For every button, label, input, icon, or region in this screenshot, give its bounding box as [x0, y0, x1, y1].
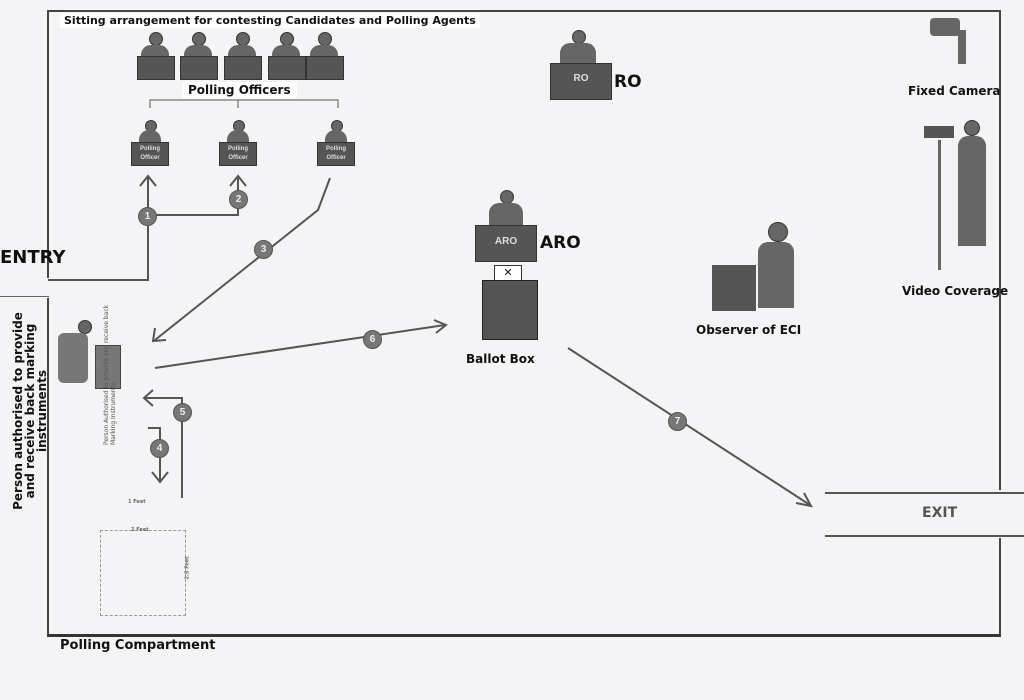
agent-seat [306, 56, 344, 80]
dim-1: 1 Feet [128, 499, 146, 505]
cameraman-body [958, 136, 986, 246]
observer-desk [712, 265, 756, 311]
observer-label: Observer of ECI [696, 323, 802, 337]
step-3: 3 [254, 240, 273, 259]
tripod [938, 140, 941, 270]
cameraman-icon [964, 120, 980, 136]
step-4: 4 [150, 439, 169, 458]
authorised-person-body [58, 333, 88, 383]
arrow-2 [148, 178, 239, 216]
agent-body [310, 45, 338, 59]
entry-gap [0, 278, 49, 298]
agent-body [228, 45, 256, 59]
polling-station-room [47, 10, 1001, 637]
step-6: 6 [363, 330, 382, 349]
exit-line-top [825, 492, 1024, 494]
officer-body [139, 130, 161, 144]
agent-seat [180, 56, 218, 80]
step-2: 2 [229, 190, 248, 209]
observer-person-icon [768, 222, 788, 242]
ro-desk: RO [550, 63, 612, 100]
arrow-3 [154, 177, 331, 341]
aro-body [489, 203, 523, 228]
polling-officer-desk-1: Polling Officer [131, 142, 169, 166]
agent-body [184, 45, 212, 59]
arrow-7 [567, 347, 811, 506]
exit-label: EXIT [922, 505, 958, 521]
exit-gap [990, 490, 1002, 538]
video-camera-icon [924, 126, 954, 138]
aro-desk: ARO [475, 225, 537, 262]
polling-officer-desk-2: Polling Officer [219, 142, 257, 166]
officer-body [227, 130, 249, 144]
step-1: 1 [138, 207, 157, 226]
agent-seat [137, 56, 175, 80]
ro-label: RO [614, 72, 642, 92]
polling-officer-desk-3: Polling Officer [317, 142, 355, 166]
aro-label: ARO [540, 233, 581, 253]
polling-compartment-label: Polling Compartment [60, 638, 216, 653]
polling-compartment-box [100, 530, 186, 616]
camera-mount [958, 30, 966, 64]
arrow-6 [154, 324, 446, 369]
ballot-box-label: Ballot Box [466, 352, 535, 366]
authorised-desk [95, 345, 121, 389]
dim-2: 2 Feet [131, 527, 149, 533]
exit-line-bottom [825, 535, 1024, 537]
officer-body [325, 130, 347, 144]
entry-label: ENTRY [0, 247, 66, 268]
polling-officers-label: Polling Officers [182, 82, 297, 98]
arrow-4 [148, 427, 161, 480]
agent-seat [224, 56, 262, 80]
agent-seat [268, 56, 306, 80]
diagram-title: Sitting arrangement for contesting Candi… [60, 13, 480, 28]
entry-line [0, 296, 49, 297]
fixed-camera-label: Fixed Camera [908, 84, 1001, 98]
observer-body [758, 242, 794, 308]
video-coverage-label: Video Coverage [902, 284, 1009, 298]
step-5: 5 [173, 403, 192, 422]
arrow-5 [145, 397, 183, 498]
ballot-box-icon [482, 280, 538, 340]
fixed-camera-icon [930, 18, 960, 36]
agent-body [141, 45, 169, 59]
arrow-1 [48, 178, 149, 281]
agent-body [272, 45, 300, 59]
step-7: 7 [668, 412, 687, 431]
